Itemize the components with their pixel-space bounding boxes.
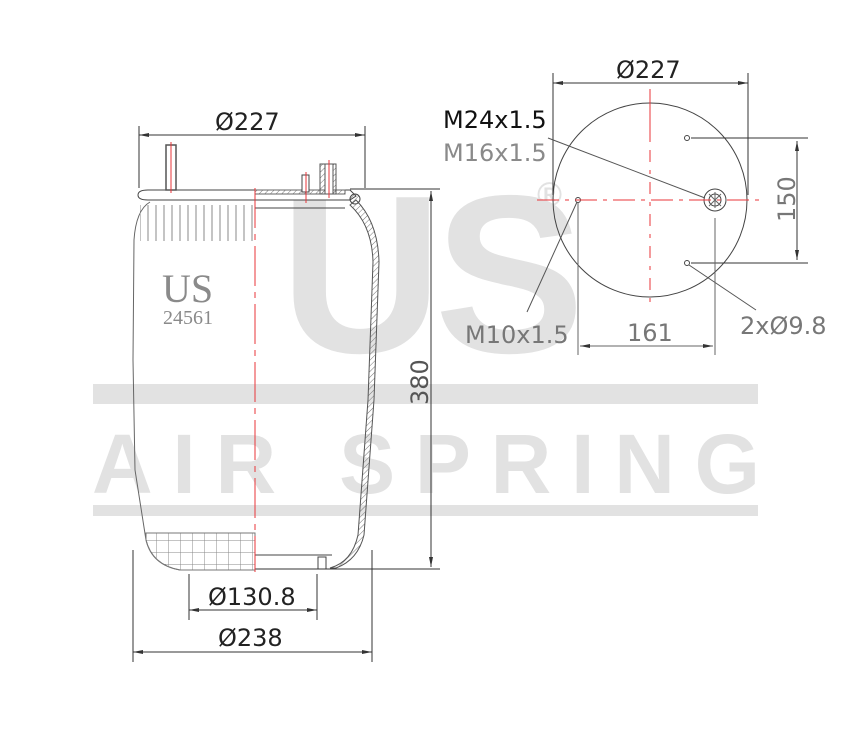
- top-view-dimensions: [526, 73, 808, 355]
- max-diameter-label: Ø238: [218, 624, 283, 652]
- callout-mounting-holes: 2xØ9.8: [740, 312, 827, 340]
- stud-spacing-label: 150: [773, 176, 801, 222]
- piston-grid: [145, 532, 256, 571]
- side-view-centerlines: [170, 142, 330, 572]
- brand-label: US: [162, 266, 213, 311]
- watermark-banner-text: AIR SPRING: [92, 417, 760, 511]
- callout-m10: M10x1.5: [465, 321, 569, 349]
- bellows-ribs: [140, 205, 254, 241]
- watermark-banner-bottom-bar: [93, 505, 758, 516]
- offset-label: 161: [627, 319, 673, 347]
- callout-m16: M16x1.5: [443, 139, 547, 167]
- piston-diameter-label: Ø130.8: [208, 583, 296, 611]
- watermark-banner-top-bar: [93, 384, 758, 404]
- plate-diameter-label: Ø227: [616, 56, 681, 84]
- mounting-hole-top: [684, 135, 690, 141]
- height-label: 380: [406, 359, 434, 405]
- bellows-wall-right: [329, 199, 380, 569]
- side-view-dimensions: [132, 126, 440, 662]
- watermark-registered-mark: ®: [537, 176, 562, 214]
- piston-fitting: [317, 556, 327, 570]
- callout-m24: M24x1.5: [443, 106, 547, 134]
- top-diameter-label: Ø227: [215, 108, 280, 136]
- top-view-centerlines: [537, 89, 765, 310]
- mounting-hole-bottom: [684, 260, 690, 266]
- part-number: 24561: [163, 307, 213, 329]
